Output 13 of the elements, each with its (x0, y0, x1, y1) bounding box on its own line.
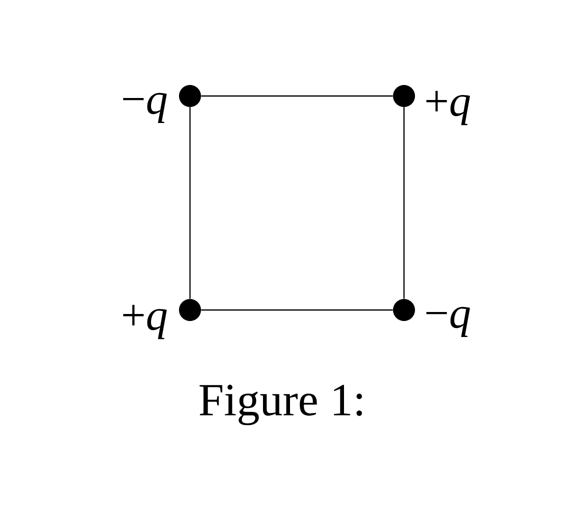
charge-label: +q (123, 304, 167, 340)
charge-label: −q (426, 306, 470, 338)
line (201, 309, 393, 311)
charge-dot (179, 85, 201, 107)
charge-label: −q (123, 92, 167, 124)
caption: Figure 1: (200, 384, 362, 426)
line (201, 95, 393, 97)
charge-dot (393, 298, 415, 321)
line (189, 107, 191, 299)
charge-dot (179, 298, 201, 321)
charge-label: +q (426, 90, 470, 126)
line (403, 107, 405, 299)
charge-dot (393, 85, 415, 107)
